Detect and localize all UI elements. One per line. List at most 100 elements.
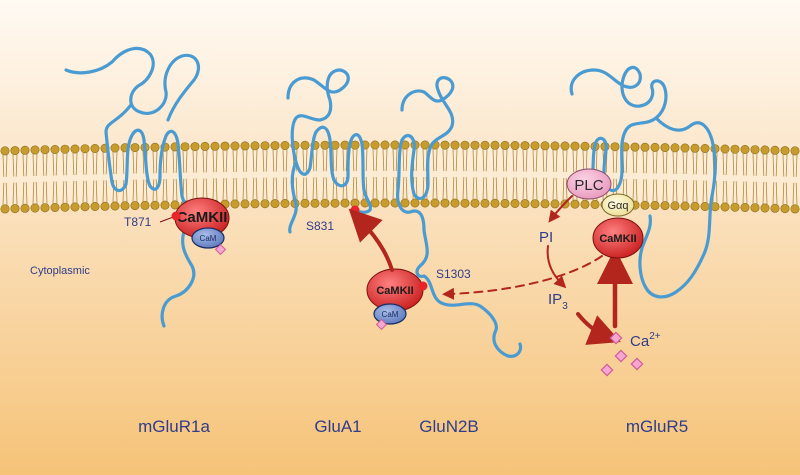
lipid-head [420, 140, 430, 150]
lipid-tail [545, 149, 548, 172]
lipid-head [480, 140, 490, 150]
lipid-tail [75, 180, 78, 203]
phosphosite-t871 [171, 211, 181, 221]
plc [566, 168, 612, 200]
lipid-tail [422, 149, 425, 172]
lipid-tail [735, 181, 738, 204]
glun2b-complex: CaMKII CaM S1303 [366, 267, 471, 331]
cam-mglur1a [191, 227, 225, 249]
lipid-tail [132, 151, 135, 174]
lipid-tail [722, 152, 725, 175]
lipid-head [50, 203, 60, 213]
lipid-tail [492, 177, 495, 200]
camkii-label-mglur1a: CaMKII [177, 209, 228, 226]
lipid-head [30, 145, 40, 155]
lipid-tail [685, 152, 688, 175]
lipid-head [500, 198, 510, 208]
lipid-tail [215, 178, 218, 201]
lipid-tail [635, 179, 638, 202]
lipid-tail [45, 181, 48, 204]
lipid-tail [742, 181, 745, 204]
lipid-tail [735, 153, 738, 176]
lipid-head [460, 140, 470, 150]
lipid-tail [755, 181, 758, 204]
lipid-tail [75, 152, 78, 175]
lipid-tail [282, 149, 285, 172]
lipid-tail [675, 151, 678, 174]
lipid-tail [705, 180, 708, 203]
lipid-tail [675, 179, 678, 202]
lipid-tail [92, 180, 95, 203]
lipid-tail [652, 179, 655, 202]
lipid-tail [315, 177, 318, 200]
lipid-tail [402, 176, 405, 200]
lipid-tail [485, 177, 488, 200]
lipid-head [430, 198, 440, 208]
lipid-tail [35, 181, 38, 205]
lipid-tail [102, 180, 105, 203]
receptor-chains [64, 46, 717, 358]
lipid-tail [42, 181, 45, 204]
lipid-head [580, 199, 590, 209]
lipid-tail [375, 149, 378, 172]
lipid-tail [442, 149, 445, 172]
cam-label-mglur1a: CaM [200, 234, 217, 243]
lipid-head [490, 140, 500, 150]
lipid-tail [335, 149, 338, 172]
lipid-head [110, 143, 120, 153]
arrow-mglur5-camkii-to-glun2b [442, 255, 603, 300]
lipid-tail [702, 180, 705, 203]
lipid-head [660, 201, 670, 211]
lipid-tail [455, 177, 458, 200]
lipid-tail [755, 153, 758, 176]
lipid-tail [525, 149, 528, 172]
lipid-head [780, 204, 790, 214]
lipid-tail [762, 181, 765, 205]
lipid-tail [5, 182, 8, 205]
lipid-head [740, 145, 750, 155]
lipid-tail [212, 178, 215, 201]
lipid-head [490, 198, 500, 208]
lipid-tail [582, 150, 585, 173]
lipid-head [390, 140, 400, 150]
lipid-tail [255, 177, 258, 200]
lipid-tail [235, 150, 238, 173]
lipid-tail [385, 176, 388, 200]
lipid-tail [5, 154, 8, 177]
lipid-tail [302, 149, 305, 172]
lipid-head [240, 199, 250, 209]
lipid-tail [342, 177, 345, 200]
lipid-tail [325, 149, 328, 172]
calcium-ions-mglur5 [600, 331, 644, 377]
lipid-tail [222, 150, 225, 173]
lipid-head [730, 202, 740, 212]
lipid-tail [175, 150, 178, 173]
lipid-tail [765, 181, 768, 205]
lipid-tail [385, 148, 388, 172]
camkii-mglur5 [592, 217, 644, 259]
lipid-tail [772, 182, 775, 205]
lipid-head [180, 142, 190, 152]
lipid-tail [205, 178, 208, 201]
lipid-tail [555, 177, 558, 200]
lipid-head [170, 200, 180, 210]
lipid-tail [162, 151, 165, 174]
lipid-head [340, 198, 350, 208]
lipid-tail [662, 179, 665, 202]
mglur5-chain [569, 65, 717, 299]
lipid-tail [305, 177, 308, 200]
lipid-tail [645, 151, 648, 174]
lipid-tail [62, 153, 65, 176]
lipid-tail [55, 153, 58, 176]
lipid-head [120, 201, 130, 211]
lipid-head [780, 146, 790, 156]
lipid-tail [445, 149, 448, 172]
lipid-tail [305, 149, 308, 172]
lipid-head [260, 199, 270, 209]
lipid-tail [232, 150, 235, 173]
lipid-tail [302, 177, 305, 200]
lipid-tail [532, 149, 535, 172]
lipid-head [730, 144, 740, 154]
lipid-tail [455, 149, 458, 172]
